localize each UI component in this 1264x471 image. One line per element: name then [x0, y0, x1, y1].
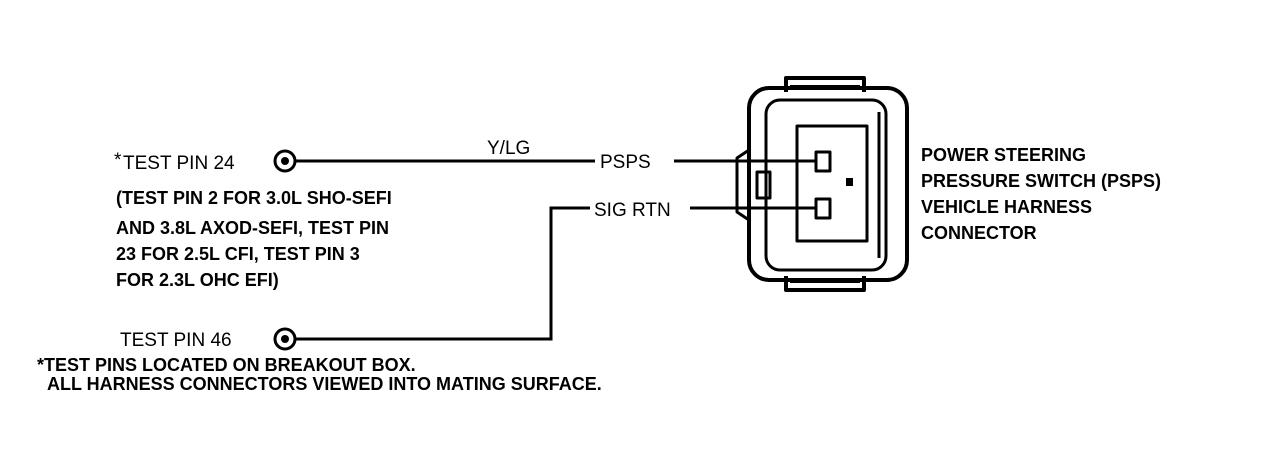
test-pin-46-label: TEST PIN 46 [120, 330, 232, 351]
psps-circuit-label: PSPS [600, 152, 651, 173]
test-pin-24-label: TEST PIN 24 [123, 153, 235, 174]
pin24-asterisk: * [114, 150, 122, 171]
connector-label-line-2: PRESSURE SWITCH (PSPS) [921, 171, 1161, 191]
footnote-line-1: *TEST PINS LOCATED ON BREAKOUT BOX. [37, 355, 416, 375]
footnote-line-2: ALL HARNESS CONNECTORS VIEWED INTO MATIN… [47, 374, 602, 394]
psps-harness-connector-icon[interactable] [735, 76, 909, 292]
sig-rtn-circuit-label: SIG RTN [594, 200, 671, 221]
connector-label-line-4: CONNECTOR [921, 223, 1037, 243]
alt-pin-note-line-3: 23 FOR 2.5L CFI, TEST PIN 3 [116, 244, 360, 264]
alt-pin-note-line-1: (TEST PIN 2 FOR 3.0L SHO-SEFI [116, 188, 392, 208]
alt-pin-note-line-4: FOR 2.3L OHC EFI) [116, 270, 279, 290]
sig-rtn-wire [296, 206, 590, 341]
connector-label-line-1: POWER STEERING [921, 145, 1086, 165]
alt-pin-note-line-2: AND 3.8L AXOD-SEFI, TEST PIN [116, 218, 389, 238]
test-pin-24-jack-icon[interactable] [273, 149, 297, 173]
wire-color-label: Y/LG [487, 138, 530, 159]
connector-label-line-3: VEHICLE HARNESS [921, 197, 1092, 217]
test-pin-46-jack-icon[interactable] [273, 327, 297, 351]
